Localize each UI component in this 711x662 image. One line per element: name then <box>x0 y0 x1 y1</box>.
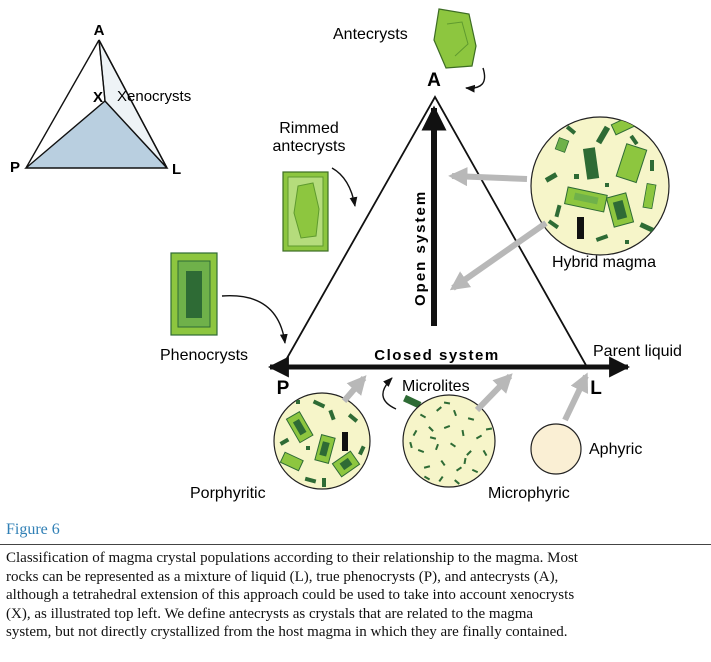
figure-caption: Classification of magma crystal populati… <box>6 549 706 642</box>
caption-line-2: rocks can be represented as a mixture of… <box>6 568 559 585</box>
microphyric-texture <box>402 394 496 488</box>
microlite-crystal <box>403 394 422 409</box>
rimmed-antecrysts-label-line1: Rimmed <box>279 120 339 137</box>
inset-vertex-a: A <box>94 22 105 39</box>
inset-edge-ax <box>98 39 106 102</box>
figure-title: Figure 6 <box>6 521 60 538</box>
antecrysts-label: Antecrysts <box>333 26 408 43</box>
inset-edge-al <box>98 39 168 169</box>
open-system-label: Open system <box>412 190 429 306</box>
antecrysts-pointer <box>465 67 486 93</box>
microlites-pointer <box>382 377 397 410</box>
magma-classification-diagram: A X Xenocrysts P L A P L Open system Clo… <box>10 8 682 502</box>
vertex-l: L <box>590 378 602 399</box>
caption-line-1: Classification of magma crystal populati… <box>6 550 578 566</box>
porphyritic-texture <box>273 392 371 490</box>
vertex-a: A <box>427 70 441 91</box>
rimmed-antecryst-crystal <box>282 171 329 252</box>
vertex-p: P <box>277 378 290 399</box>
phenocryst-crystal <box>170 252 218 336</box>
microphyric-arrow <box>474 373 513 413</box>
inset-tetrahedron: A X Xenocrysts P L <box>10 22 191 178</box>
hybrid-magma-label: Hybrid magma <box>552 254 656 271</box>
microlites-label: Microlites <box>402 378 470 395</box>
inset-vertex-p: P <box>10 159 20 176</box>
inset-vertex-x: X <box>93 89 103 106</box>
inset-vertex-l: L <box>172 161 181 178</box>
microphyric-label: Microphyric <box>488 485 570 502</box>
caption-line-5: system, but not directly crystallized fr… <box>6 624 568 641</box>
phenocrysts-pointer <box>221 295 288 344</box>
porphyritic-arrow <box>341 375 367 403</box>
caption-divider <box>0 544 711 545</box>
phenocrysts-label: Phenocrysts <box>160 347 248 364</box>
inset-xenocrysts-label: Xenocrysts <box>117 88 191 105</box>
hybrid-to-open-arrow <box>448 167 528 187</box>
aphyric-arrow <box>562 372 589 422</box>
main-triangle: A P L Open system Closed system Parent l… <box>267 70 682 399</box>
hybrid-magma-texture <box>530 116 670 256</box>
rimmed-antecrysts-label-line2: antecrysts <box>273 138 346 155</box>
aphyric-label: Aphyric <box>589 441 642 458</box>
aphyric-texture <box>530 423 582 475</box>
parent-liquid-label: Parent liquid <box>593 343 682 360</box>
rimmed-antecrysts-pointer <box>331 167 358 207</box>
porphyritic-label: Porphyritic <box>190 485 266 502</box>
antecryst-crystal <box>433 8 477 69</box>
hybrid-to-interior-arrow <box>449 220 548 291</box>
caption-line-3: although a tetrahedral extension of this… <box>6 587 575 604</box>
caption-line-4: (X), as illustrated top left. We define … <box>6 605 534 622</box>
inset-edge-ap <box>25 39 100 169</box>
closed-system-label: Closed system <box>374 347 499 364</box>
